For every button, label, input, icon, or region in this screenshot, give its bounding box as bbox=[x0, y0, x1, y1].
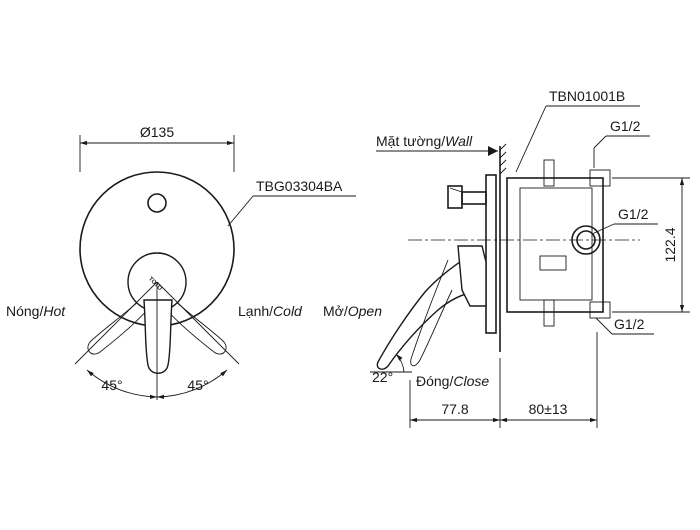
inlet-top bbox=[589, 169, 611, 187]
hot-label: Nóng/Hot bbox=[6, 303, 66, 319]
handle-lever bbox=[143, 299, 173, 374]
body-slot bbox=[539, 255, 567, 271]
inlet-bottom bbox=[589, 301, 611, 319]
lever-angle-label: 22° bbox=[372, 369, 393, 385]
radial-hot bbox=[74, 281, 158, 365]
cold-italic: Cold bbox=[273, 303, 303, 319]
angle-arc-right bbox=[156, 369, 228, 400]
depth-front-label: 77.8 bbox=[441, 401, 468, 417]
mount-ear-bottom bbox=[543, 299, 555, 327]
wall-prefix: Mặt tường/ bbox=[376, 133, 445, 149]
thread-mid-label: G1/2 bbox=[618, 206, 649, 222]
handle-cold-position bbox=[159, 299, 227, 355]
lever-closed-position bbox=[410, 259, 453, 367]
diverter-knob bbox=[461, 191, 487, 205]
diverter-knob-cap bbox=[447, 185, 463, 209]
hot-prefix: Nóng/ bbox=[6, 303, 43, 319]
radial-cold bbox=[156, 281, 240, 365]
wall-arrow bbox=[488, 146, 498, 156]
height-label: 122.4 bbox=[662, 227, 678, 262]
thread-top-leader bbox=[593, 135, 607, 149]
front-view: Ø135 TBG03304BA TOTO 45° 45° Nóng/Hot Lạ… bbox=[6, 124, 356, 400]
diverter-hole bbox=[147, 193, 167, 213]
angle-left-label: 45° bbox=[101, 377, 122, 393]
open-label: Mở/Open bbox=[323, 303, 382, 319]
close-label: Đóng/Close bbox=[416, 373, 489, 389]
mount-ear-top bbox=[543, 159, 555, 187]
side-view: Mặt tường/Wall TBN01001B bbox=[323, 88, 690, 428]
wall-hatch bbox=[499, 143, 507, 175]
angle-right-label: 45° bbox=[187, 377, 208, 393]
angle-arc-left bbox=[86, 369, 158, 400]
depth-body-label: 80±13 bbox=[529, 401, 568, 417]
wall-italic: Wall bbox=[445, 133, 473, 149]
cover-model-label: TBG03304BA bbox=[256, 178, 343, 194]
close-italic: Close bbox=[453, 373, 489, 389]
wall-label: Mặt tường/Wall bbox=[376, 133, 473, 149]
cover-model-leader bbox=[227, 195, 254, 227]
thread-mid-leader bbox=[591, 223, 615, 235]
lever-side bbox=[376, 250, 475, 370]
cover-plate-side bbox=[485, 174, 497, 334]
body-model-leader bbox=[515, 105, 547, 173]
thread-bottom-leader bbox=[595, 317, 613, 335]
cold-label: Lạnh/Cold bbox=[238, 303, 303, 319]
diverter-knob-top bbox=[449, 187, 463, 193]
thread-top-label: G1/2 bbox=[610, 118, 641, 134]
diameter-label: Ø135 bbox=[140, 124, 174, 140]
open-italic: Open bbox=[348, 303, 382, 319]
body-model-label: TBN01001B bbox=[549, 88, 625, 104]
valve-body bbox=[506, 177, 604, 313]
cold-prefix: Lạnh/ bbox=[238, 303, 273, 319]
hot-italic: Hot bbox=[43, 303, 66, 319]
close-prefix: Đóng/ bbox=[416, 373, 453, 389]
valve-body-inner bbox=[519, 187, 593, 301]
lever-hub-side bbox=[457, 245, 487, 307]
handle-hot-position bbox=[87, 299, 155, 355]
thread-bottom-label: G1/2 bbox=[614, 316, 645, 332]
lever-angle-arc bbox=[395, 353, 405, 373]
open-prefix: Mở/ bbox=[323, 303, 348, 319]
